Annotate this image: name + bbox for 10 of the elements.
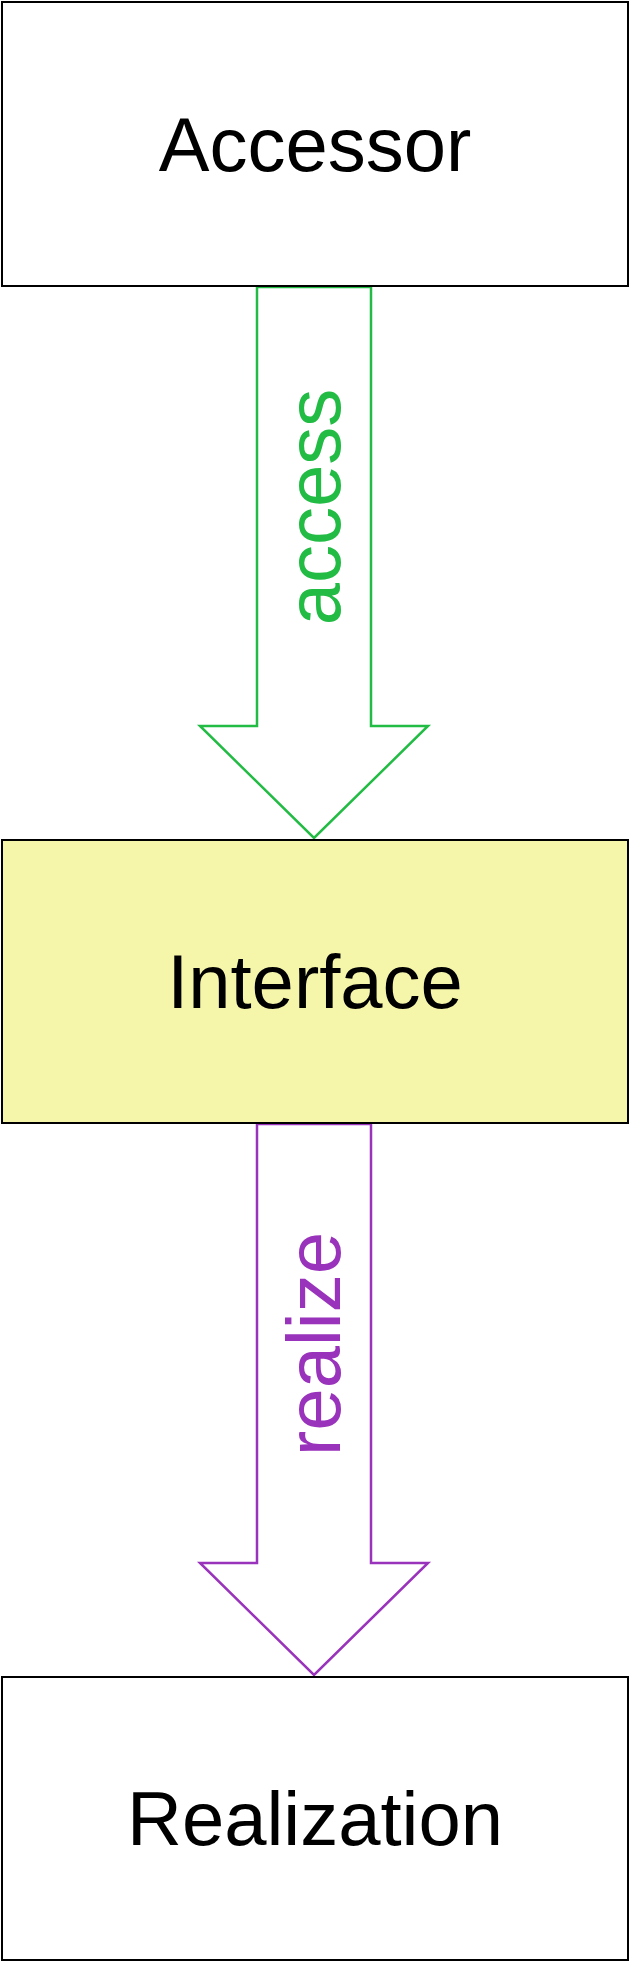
process-box bbox=[1, 839, 629, 1124]
box-label: Realization bbox=[127, 1775, 503, 1862]
box-label: Interface bbox=[167, 938, 463, 1025]
edge-label: realize bbox=[275, 1231, 352, 1456]
edge-label: access bbox=[275, 388, 352, 625]
block-arrow bbox=[196, 1122, 432, 1677]
process-box bbox=[1, 1, 629, 287]
box-label: Accessor bbox=[158, 100, 472, 188]
block-arrow bbox=[196, 285, 432, 840]
process-box bbox=[1, 1676, 629, 1961]
